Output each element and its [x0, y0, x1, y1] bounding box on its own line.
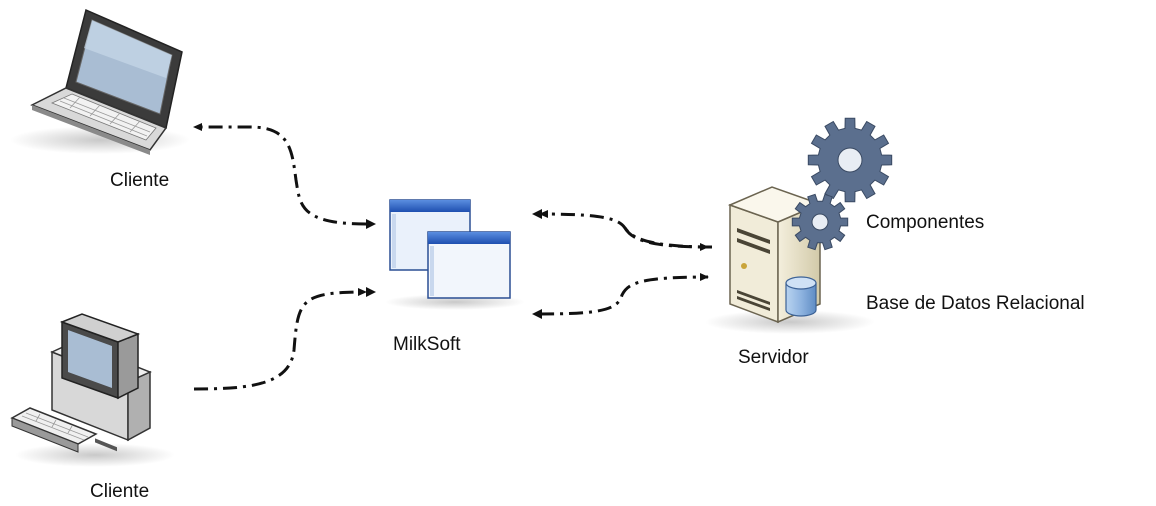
application-windows-icon — [385, 199, 525, 310]
desktop-computer-icon — [10, 313, 175, 467]
connectors — [193, 123, 713, 391]
arrowhead-app-out-top — [532, 209, 542, 219]
arrowhead-app-in-bottom — [366, 287, 376, 297]
arrowhead-app-in-top — [366, 219, 376, 229]
arrowheads — [366, 209, 542, 319]
app-label: MilkSoft — [393, 334, 461, 355]
connector-desktop-app — [193, 288, 367, 391]
connector-app-laptop-return — [296, 180, 360, 224]
connector-app-server-lower — [539, 273, 709, 316]
database-label: Base de Datos Relacional — [866, 293, 1085, 314]
connector-laptop-app — [193, 123, 367, 226]
small-gear-hub — [811, 213, 829, 231]
window-front — [427, 231, 511, 299]
laptop-client-label: Cliente — [110, 170, 170, 191]
database-icon — [785, 276, 817, 317]
server-label: Servidor — [738, 347, 809, 368]
large-gear-hub — [837, 147, 863, 173]
components-label: Componentes — [866, 212, 985, 233]
connector-app-server-upper — [623, 227, 709, 251]
laptop-icon — [10, 8, 190, 155]
arrowhead-app-out-bottom — [532, 309, 542, 319]
desktop-client-label: Cliente — [90, 481, 150, 502]
gear-icon — [791, 117, 893, 251]
